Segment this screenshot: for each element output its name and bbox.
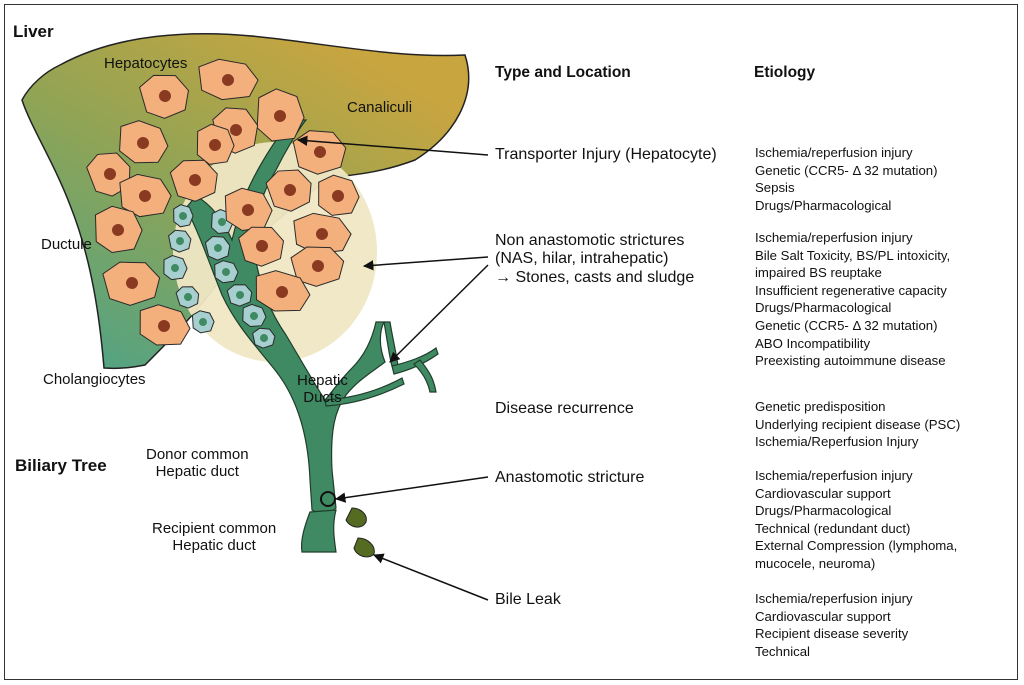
etiology-item: Drugs/Pharmacological <box>755 503 892 519</box>
type-bile-leak: Bile Leak <box>495 591 561 608</box>
etiology-item: Technical <box>755 643 810 659</box>
biliary-tree-section-title: Biliary Tree <box>15 456 107 475</box>
hepatocyte-cell <box>196 123 235 165</box>
etiology-item: ABO Incompatibility <box>755 335 871 351</box>
hepatocyte-cell <box>224 187 273 232</box>
hepatocyte-cell <box>119 120 169 164</box>
hepatocyte-cells <box>86 58 360 346</box>
etiology-item: Ischemia/reperfusion injury <box>755 230 913 245</box>
etiology-item: Ischemia/reperfusion injury <box>755 468 913 483</box>
hepatocyte-cell <box>119 173 172 218</box>
hepatocyte-cell <box>198 58 259 101</box>
etiology-item: Underlying recipient disease (PSC) <box>755 416 961 432</box>
donor-duct-label: Donor common Hepatic duct <box>146 446 249 481</box>
etiology-item: Drugs/Pharmacological <box>755 197 892 213</box>
ductule-label: Ductule <box>41 236 92 253</box>
type-location-header: Type and Location <box>495 64 631 81</box>
etiology-item: External Compression (lymphoma, mucocele… <box>755 538 958 571</box>
hepatocyte-cell <box>318 174 360 216</box>
hepatocyte-cell <box>94 205 143 254</box>
hepatocytes-label: Hepatocytes <box>104 55 188 72</box>
recipient-duct-label: Recipient common Hepatic duct <box>152 520 277 555</box>
hepatocyte-cell <box>255 270 311 312</box>
etiology-item: Ischemia/reperfusion injury <box>755 145 913 160</box>
etiology-item: Preexisting autoimmune disease <box>755 353 946 369</box>
etiology-item: Bile Salt Toxicity, BS/PL intoxicity, im… <box>755 247 951 281</box>
arrow-nas <box>362 256 489 271</box>
etiology-item: Ischemia/Reperfusion Injury <box>755 434 919 450</box>
bile-leak-drops <box>345 507 375 558</box>
etiology-item: Genetic (CCR5- Δ 32 mutation) <box>755 162 938 178</box>
etiology-header: Etiology <box>754 64 816 81</box>
etiology-item: Drugs/Pharmacological <box>755 300 892 316</box>
etiology-item: Ischemia/reperfusion injury <box>755 591 913 606</box>
type-anastomotic-stricture: Anastomotic stricture <box>495 469 645 486</box>
etiology-item: Cardiovascular support <box>755 485 891 501</box>
cholangiocyte-cell <box>175 286 200 309</box>
cholangiocyte-cell <box>214 260 239 284</box>
liver-section-title: Liver <box>13 22 54 41</box>
etiology-item: Genetic predisposition <box>755 399 886 414</box>
arrow-bile-leak <box>373 553 489 601</box>
hepatocyte-cell <box>265 169 312 212</box>
cholangiocyte-cell <box>191 310 215 334</box>
hepatocyte-cell <box>293 212 352 255</box>
cholangiocyte-cell <box>163 254 188 281</box>
type-transporter-injury: Transporter Injury (Hepatocyte) <box>495 146 717 163</box>
cholangiocyte-cell <box>168 229 192 253</box>
arrow-nas-ducts <box>389 264 489 363</box>
arrow-transporter-injury <box>296 135 489 156</box>
hepatocyte-cell <box>256 88 305 142</box>
figure-border <box>4 4 1018 680</box>
cholangiocyte-cell <box>226 284 253 307</box>
etiology-item: Genetic (CCR5- Δ 32 mutation) <box>755 317 938 333</box>
etiology-item: Sepsis <box>755 180 795 196</box>
hepatocyte-cell <box>139 304 191 346</box>
arrow-anastomotic-stricture <box>334 476 489 503</box>
pointer-arrows <box>296 135 489 601</box>
cholangiocyte-cell <box>252 327 276 349</box>
type-disease-recurrence: Disease recurrence <box>495 400 634 417</box>
cholangiocytes-label: Cholangiocytes <box>43 371 146 388</box>
hepatocyte-cell <box>86 152 131 197</box>
type-non-anastomotic-strictures: Non anastomotic strictures (NAS, hilar, … <box>495 232 695 286</box>
etiology-item: Cardiovascular support <box>755 608 891 624</box>
cholangiocyte-cells <box>163 204 276 349</box>
hepatocyte-cell <box>102 261 161 306</box>
canaliculi-label: Canaliculi <box>347 99 413 116</box>
hepatocyte-cell <box>138 74 189 119</box>
cholangiocyte-cell <box>173 204 194 228</box>
hepatocyte-cell <box>238 226 285 267</box>
etiology-item: Insufficient regenerative capacity <box>755 282 947 298</box>
etiology-item: Technical (redundant duct) <box>755 520 911 536</box>
hepatocyte-cell <box>169 159 218 202</box>
etiology-item: Recipient disease severity <box>755 626 909 642</box>
cholangiocyte-cell <box>204 235 231 261</box>
hepatic-ducts-label: Hepatic Ducts <box>297 372 348 407</box>
cholangiocyte-cell <box>242 303 267 328</box>
